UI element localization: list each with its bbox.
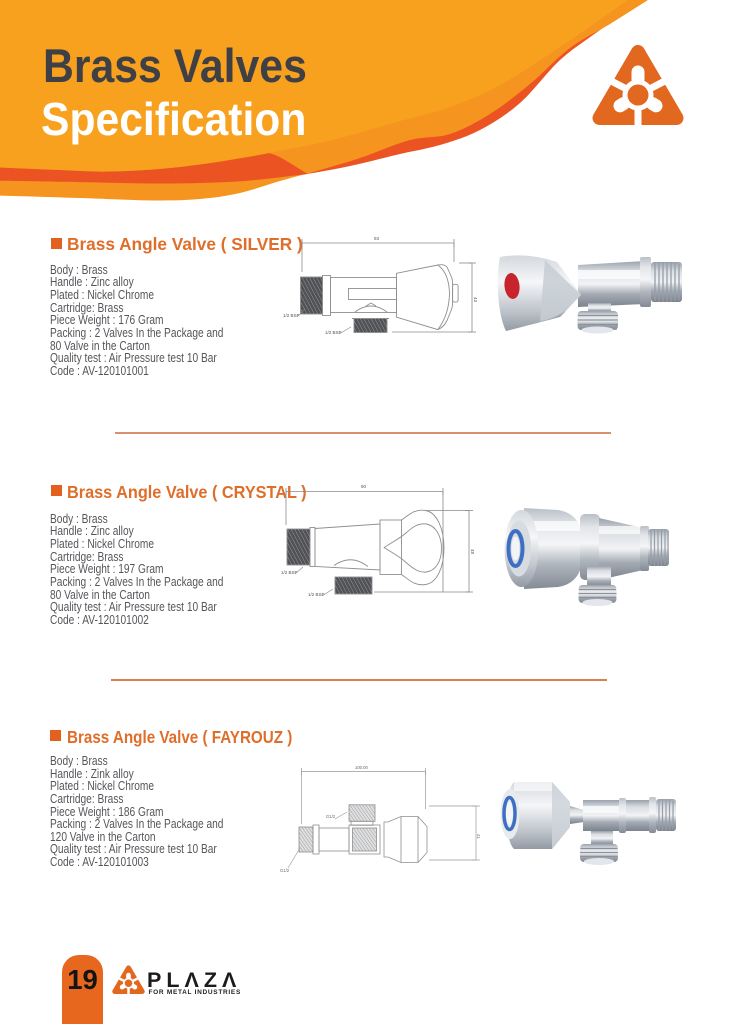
svg-text:93: 93 [374, 236, 380, 241]
svg-text:90: 90 [361, 484, 367, 489]
svg-text:41: 41 [476, 834, 481, 839]
svg-text:48: 48 [470, 549, 475, 555]
svg-text:1/2 BSP: 1/2 BSP [283, 313, 300, 318]
svg-text:1/2 BSP: 1/2 BSP [308, 592, 325, 597]
svg-text:G1/2: G1/2 [280, 868, 290, 873]
svg-text:43: 43 [473, 297, 478, 303]
svg-text:G1/2: G1/2 [326, 814, 336, 819]
svg-text:100.00: 100.00 [355, 765, 368, 770]
svg-text:1/2 BSP: 1/2 BSP [281, 570, 298, 575]
svg-text:1/2 BSP: 1/2 BSP [325, 330, 342, 335]
